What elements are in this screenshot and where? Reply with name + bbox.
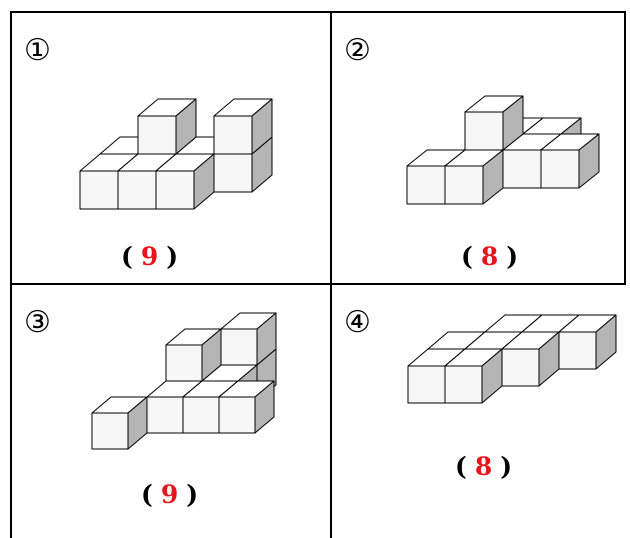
cell-1-answer-value: 9	[140, 242, 159, 271]
cube-front-face	[501, 348, 540, 387]
cube	[213, 98, 273, 155]
cell-2-answer: (8)	[461, 242, 519, 271]
cell-4-answer-value: 8	[474, 452, 493, 481]
cube-front-face	[218, 396, 256, 434]
grid-right-line	[624, 11, 626, 285]
grid-top-line	[11, 11, 625, 13]
cube	[444, 149, 504, 205]
grid-center-line	[330, 11, 332, 538]
cube	[501, 331, 560, 387]
cube	[444, 348, 503, 404]
cube-front-face	[444, 365, 483, 404]
cell-2-number: ②	[344, 33, 371, 68]
cube	[155, 153, 215, 210]
cell-2-answer-value: 8	[480, 242, 499, 271]
cube-front-face	[407, 365, 446, 404]
cell-1-answer: (9)	[121, 242, 179, 271]
cube	[464, 95, 524, 151]
cube	[165, 328, 222, 382]
cell-1-number: ①	[24, 33, 51, 68]
cell-4-number: ④	[344, 305, 371, 340]
cube	[540, 133, 600, 189]
cube-front-face	[91, 412, 129, 450]
cube	[91, 396, 148, 450]
cell-3-answer-value: 9	[160, 480, 179, 509]
cube	[218, 380, 275, 434]
cell-4-answer: (8)	[455, 452, 513, 481]
cube-front-face	[540, 149, 580, 189]
cube-front-face	[444, 165, 484, 205]
cell-3-number: ③	[24, 305, 51, 340]
cube-front-face	[558, 331, 597, 370]
grid-left-line	[10, 11, 12, 538]
cube-front-face	[155, 170, 195, 210]
cube-front-face	[213, 115, 253, 155]
grid-middle-line	[11, 283, 625, 285]
cube	[220, 312, 277, 366]
cell-3-answer: (9)	[141, 480, 199, 509]
cube	[137, 98, 197, 155]
